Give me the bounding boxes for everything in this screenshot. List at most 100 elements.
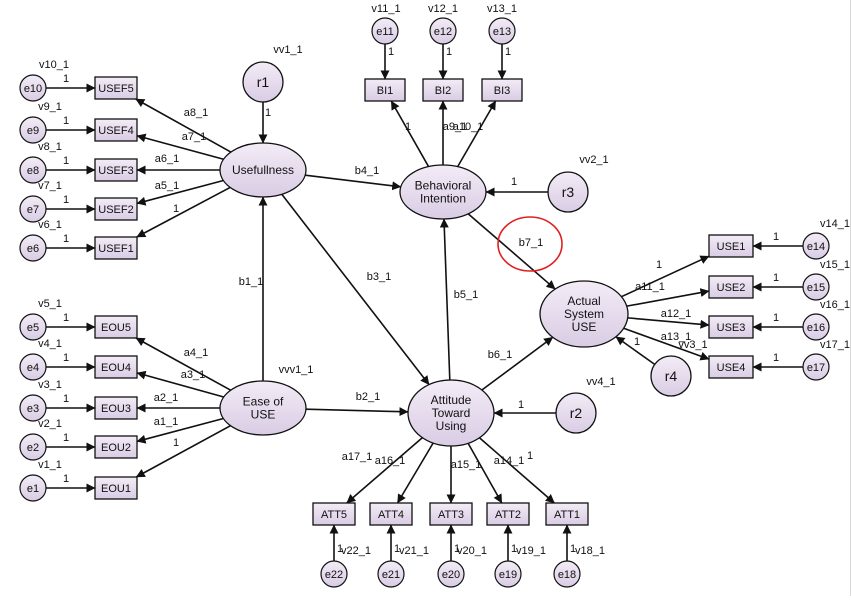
- error-label-e12: e12: [434, 26, 452, 38]
- error-e5[interactable]: [19, 313, 47, 341]
- error-e7[interactable]: [19, 195, 47, 223]
- latent-usef[interactable]: [219, 142, 307, 198]
- indicator-att5[interactable]: [312, 502, 356, 526]
- indicator-att3[interactable]: [429, 502, 473, 526]
- indicator-usef3[interactable]: [94, 158, 138, 182]
- error-e15[interactable]: [802, 273, 830, 301]
- indicator-use3[interactable]: [708, 315, 754, 339]
- path-label-usef-usef3: a6_1: [155, 153, 179, 165]
- residual-r1[interactable]: [242, 61, 284, 103]
- indicator-usef1[interactable]: [94, 236, 138, 260]
- indicator-use4[interactable]: [708, 355, 754, 379]
- indicator-eou2[interactable]: [94, 435, 138, 459]
- error-label-e20: e20: [442, 569, 460, 581]
- error-weight-e17: 1: [773, 352, 779, 364]
- error-label-e5: e5: [27, 322, 39, 334]
- error-e21[interactable]: [377, 560, 405, 588]
- indicator-bi1[interactable]: [364, 78, 406, 102]
- latent-eou[interactable]: [219, 380, 307, 436]
- error-e11[interactable]: [371, 17, 399, 45]
- residual-r4[interactable]: [650, 355, 692, 397]
- indicator-bi2[interactable]: [422, 78, 464, 102]
- error-e19[interactable]: [494, 560, 522, 588]
- indicator-eou1[interactable]: [94, 476, 138, 500]
- indicator-eou5[interactable]: [94, 315, 138, 339]
- latent-label-eou: USE: [251, 408, 276, 422]
- error-e17[interactable]: [802, 353, 830, 381]
- error-label-e6: e6: [27, 243, 39, 255]
- indicator-use2[interactable]: [708, 275, 754, 299]
- indicator-usef4[interactable]: [94, 118, 138, 142]
- path-label-asu-use3: a12_1: [661, 308, 692, 320]
- indicator-usef2[interactable]: [94, 197, 138, 221]
- latent-bi[interactable]: [399, 164, 487, 220]
- error-e22[interactable]: [320, 560, 348, 588]
- error-e18[interactable]: [553, 560, 581, 588]
- indicator-bi3[interactable]: [481, 78, 523, 102]
- path-arrow-eou-eou5: [135, 337, 232, 391]
- indicator-usef5[interactable]: [94, 76, 138, 100]
- error-label-e11: e11: [376, 26, 394, 38]
- path-label-usef-usef1: 1: [173, 203, 179, 215]
- indicator-label-att1: ATT1: [554, 509, 580, 521]
- error-weight-e18: 1: [570, 543, 576, 555]
- error-label-e15: e15: [807, 282, 825, 294]
- error-e2[interactable]: [19, 433, 47, 461]
- indicator-eou3[interactable]: [94, 396, 138, 420]
- error-label-e21: e21: [382, 569, 400, 581]
- variance-label-r4: vv3_1: [678, 339, 707, 351]
- indicator-label-eou3: EOU3: [101, 403, 131, 415]
- indicator-label-use4: USE4: [717, 362, 746, 374]
- error-e1[interactable]: [19, 474, 47, 502]
- path-label-eou-atu: b2_1: [356, 391, 380, 403]
- indicator-att2[interactable]: [486, 502, 530, 526]
- variance-label-e11: v11_1: [371, 3, 400, 15]
- error-weight-e7: 1: [63, 194, 69, 206]
- error-e20[interactable]: [437, 560, 465, 588]
- indicator-label-use1: USE1: [717, 241, 746, 253]
- error-e12[interactable]: [429, 17, 457, 45]
- error-e16[interactable]: [802, 313, 830, 341]
- variance-label-e13: v13_1: [487, 3, 517, 15]
- indicator-att4[interactable]: [369, 502, 413, 526]
- error-e10[interactable]: [19, 74, 47, 102]
- path-label-eou-eou2: a1_1: [154, 416, 178, 428]
- indicator-use1[interactable]: [708, 234, 754, 258]
- indicator-label-bi3: BI3: [494, 85, 511, 97]
- path-arrow-atu-asu: [481, 336, 554, 391]
- path-arrow-atu-att1: [478, 437, 555, 504]
- indicator-eou4[interactable]: [94, 355, 138, 379]
- variance-label-e10: v10_1: [39, 59, 69, 71]
- error-label-e3: e3: [27, 403, 39, 415]
- error-e14[interactable]: [802, 232, 830, 260]
- error-weight-e11: 1: [388, 46, 394, 58]
- indicator-att1[interactable]: [545, 502, 589, 526]
- error-e8[interactable]: [19, 156, 47, 184]
- variance-label-e8: v8_1: [38, 141, 62, 153]
- error-e3[interactable]: [19, 394, 47, 422]
- residual-r3[interactable]: [547, 171, 589, 213]
- indicator-label-eou2: EOU2: [101, 442, 131, 454]
- error-label-e7: e7: [27, 204, 39, 216]
- error-weight-e15: 1: [773, 272, 779, 284]
- error-e4[interactable]: [19, 353, 47, 381]
- path-arrow-usef-atu: [281, 193, 430, 386]
- path-label-r1-usef: 1: [265, 107, 271, 119]
- error-weight-e4: 1: [63, 352, 69, 364]
- path-label-bi-bi1: 1: [405, 121, 411, 133]
- latent-asu[interactable]: [539, 280, 629, 348]
- error-weight-e8: 1: [63, 155, 69, 167]
- path-arrow-asu-use4: [623, 327, 710, 361]
- latent-atu[interactable]: [407, 379, 495, 447]
- residual-r2[interactable]: [555, 392, 597, 434]
- path-arrow-bi-bi3: [456, 100, 497, 168]
- indicator-label-usef4: USEF4: [98, 125, 133, 137]
- error-label-e1: e1: [27, 483, 39, 495]
- error-e6[interactable]: [19, 234, 47, 262]
- error-e13[interactable]: [488, 17, 516, 45]
- highlight-circle-b7: [497, 216, 563, 272]
- path-label-atu-att2: a14_1: [494, 455, 525, 467]
- error-label-e16: e16: [807, 322, 825, 334]
- error-e9[interactable]: [19, 116, 47, 144]
- indicator-label-usef1: USEF1: [98, 243, 133, 255]
